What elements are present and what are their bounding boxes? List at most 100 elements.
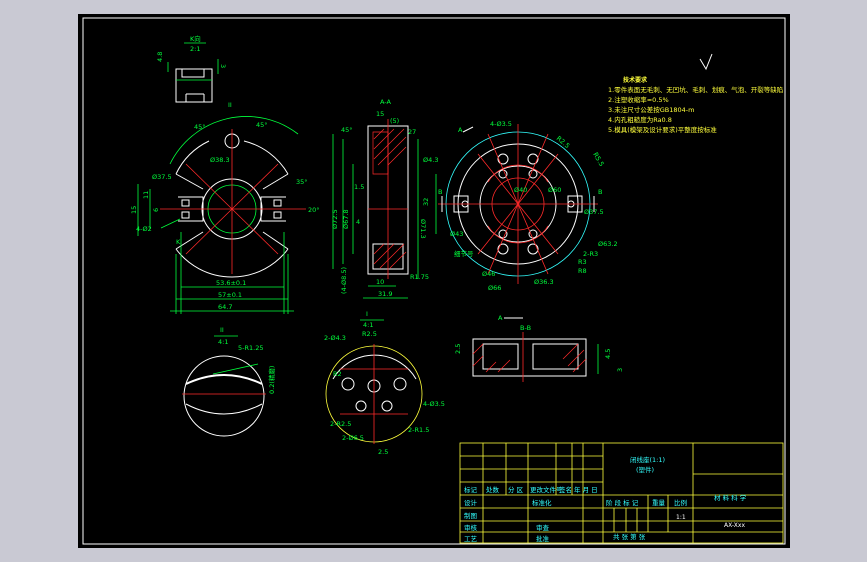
aa-dim-4: 4 bbox=[356, 218, 360, 226]
detail-ii-view: II 4:1 5-R1.25 0.2(精磨) bbox=[182, 326, 276, 437]
aa-angle-45: 45° bbox=[341, 126, 353, 134]
detail-k-title: K向 bbox=[190, 34, 201, 43]
tech-item-2: 2.注塑收缩率≈0.5% bbox=[608, 95, 669, 104]
tb-row-header-2: 分 区 bbox=[508, 485, 524, 494]
tb-approve: 批准 bbox=[536, 534, 550, 543]
right-mark-a-bottom: A bbox=[498, 314, 503, 322]
aa-dim-15: 15 bbox=[376, 110, 384, 118]
detail-k-scale: 2:1 bbox=[190, 45, 200, 53]
bb-dim-3: 3 bbox=[616, 368, 624, 372]
detail-ii-title: II bbox=[220, 326, 224, 334]
tb-row-header-3: 更改文件号 bbox=[530, 485, 563, 494]
tb-std: 标准化 bbox=[532, 498, 552, 507]
section-bb-title: B-B bbox=[520, 324, 531, 332]
right-holes-top: 4-Ø3.5 bbox=[490, 120, 512, 128]
front-angle-left: 45° bbox=[194, 123, 206, 131]
right-note: 细节号 bbox=[454, 249, 474, 258]
right-r3: R3 bbox=[578, 258, 587, 266]
section-aa-view: A-A bbox=[331, 98, 429, 299]
aa-r175: R1.75 bbox=[410, 273, 429, 281]
front-view: 45° 45° II bbox=[130, 101, 320, 314]
tb-stage: 阶 段 标 记 bbox=[606, 498, 639, 507]
right-dia-40: Ø40 bbox=[514, 186, 527, 194]
right-dia-4: Ø4.3 bbox=[423, 156, 438, 164]
detail-i-holes-2: 4-Ø3.5 bbox=[423, 400, 445, 408]
detail-i-r2: R2 bbox=[333, 370, 342, 378]
front-dim-11: 11 bbox=[142, 191, 150, 199]
drawing-sheet: K向 2:1 4.8 3 45° 45° II bbox=[78, 14, 790, 548]
aa-dim-31: 31.9 bbox=[378, 290, 392, 298]
front-angle-right: 45° bbox=[256, 121, 268, 129]
front-dia-38: Ø38.3 bbox=[210, 156, 230, 164]
tb-check: 审核 bbox=[464, 523, 478, 532]
bb-dim-25: 2.5 bbox=[454, 344, 462, 354]
detail-i-view: I 4:1 2-Ø4.3 R2.5 4-Ø3.5 2-R1.5 2-R2.5 R… bbox=[324, 310, 445, 456]
right-r8: R8 bbox=[578, 267, 587, 275]
detail-k-dim-1: 4.8 bbox=[156, 52, 164, 62]
detail-ii-scale: 4:1 bbox=[218, 338, 228, 346]
tech-item-5: 5.模具(模架及设计要求)平整度按标准 bbox=[608, 125, 717, 134]
right-dia-46: Ø46 bbox=[482, 270, 495, 278]
aa-dia-71: Ø71.3 bbox=[419, 219, 427, 239]
right-dia-36: Ø36.3 bbox=[534, 278, 554, 286]
detail-i-scale: 4:1 bbox=[363, 321, 373, 329]
roughness-symbol bbox=[699, 53, 713, 71]
front-dim-57: 57±0.1 bbox=[218, 291, 242, 299]
tb-review: 审查 bbox=[536, 523, 550, 532]
tech-item-1: 1.零件表面无毛刺、无凹坑、毛刺、划痕、气泡、开裂等缺陷 bbox=[608, 85, 783, 94]
aa-dim-10: 10 bbox=[376, 278, 384, 286]
tech-requirements: 技术要求 1.零件表面无毛刺、无凹坑、毛刺、划痕、气泡、开裂等缺陷 2.注塑收缩… bbox=[608, 53, 783, 134]
front-dim-15: 15 bbox=[130, 206, 138, 214]
tb-weight: 重量 bbox=[652, 499, 666, 507]
aa-dia-67: Ø67.8 bbox=[342, 209, 350, 229]
right-dia-43: Ø43 bbox=[450, 230, 463, 238]
aa-dim-27: 27 bbox=[408, 128, 416, 136]
detail-i-r25: R2.5 bbox=[362, 330, 377, 338]
right-mark-b-left: B bbox=[438, 188, 442, 196]
right-mark-a-top: A bbox=[458, 126, 463, 134]
tb-row-header-4: 签名 bbox=[559, 485, 572, 494]
detail-i-title: I bbox=[366, 310, 368, 318]
front-angle-35: 35° bbox=[296, 178, 308, 186]
tech-item-4: 4.内孔粗糙度为Ra0.8 bbox=[608, 115, 672, 124]
tb-process: 工艺 bbox=[464, 535, 478, 543]
tb-drawing-no: AX-Xxx bbox=[724, 522, 745, 529]
front-mark-k: K bbox=[176, 238, 181, 246]
tb-scale-value: 1:1 bbox=[676, 514, 686, 521]
right-dia-60: Ø60 bbox=[548, 186, 561, 194]
aa-dim-1-5: 1.5 bbox=[354, 183, 364, 191]
section-bb-view: B-B 2.5 4.5 3 bbox=[454, 324, 624, 382]
drawing-canvas: K向 2:1 4.8 3 45° 45° II bbox=[82, 17, 786, 545]
right-r3-2: 2-R3 bbox=[583, 250, 598, 258]
tb-row-header-5: 年 月 日 bbox=[574, 485, 598, 494]
front-dim-6: 6 bbox=[152, 208, 160, 212]
detail-ii-r125: 5-R1.25 bbox=[238, 344, 263, 352]
drawing-border bbox=[82, 17, 786, 545]
aa-dia-72: Ø72.5 bbox=[331, 209, 339, 229]
tb-row-header-0: 标记 bbox=[464, 485, 478, 494]
aa-holes: (4-Ø8.5) bbox=[340, 267, 348, 294]
right-mark-b-right: B bbox=[598, 188, 602, 196]
detail-i-r15: 2-R1.5 bbox=[408, 426, 429, 434]
aa-dim-5: (5) bbox=[390, 117, 399, 125]
front-holes: 4-Ø2 bbox=[136, 225, 152, 233]
right-dim-55: R5.5 bbox=[591, 151, 605, 168]
right-view: A A B B 4-Ø3.5 R2.5 R5.5 Ø40 Ø60 Ø37.5 Ø… bbox=[422, 120, 618, 322]
detail-k-view: K向 2:1 4.8 3 bbox=[156, 34, 227, 103]
tb-material: (塑件) bbox=[636, 465, 654, 474]
right-dia-66: Ø66 bbox=[488, 284, 501, 292]
tb-sheet: 共 张 第 张 bbox=[613, 532, 646, 541]
tb-scale: 比例 bbox=[674, 498, 687, 507]
detail-i-r25b: 2-R2.5 bbox=[330, 420, 351, 428]
title-block: 闭线座(1:1) (塑件) 材 料 科 学 AX-Xxx 标记 处数 分 区 更… bbox=[459, 442, 784, 544]
tb-draw: 制图 bbox=[464, 511, 477, 520]
front-dim-53: 53.6±0.1 bbox=[216, 279, 246, 287]
detail-k-dim-2: 3 bbox=[219, 64, 227, 68]
tb-row-header-1: 处数 bbox=[486, 485, 500, 494]
detail-i-holes-1: 2-Ø4.3 bbox=[324, 334, 346, 342]
front-dia-37: Ø37.5 bbox=[152, 173, 172, 181]
detail-i-dim25: 2.5 bbox=[378, 448, 388, 456]
right-dim-32: 32 bbox=[422, 198, 430, 206]
front-angle-20: 20° bbox=[308, 206, 320, 214]
